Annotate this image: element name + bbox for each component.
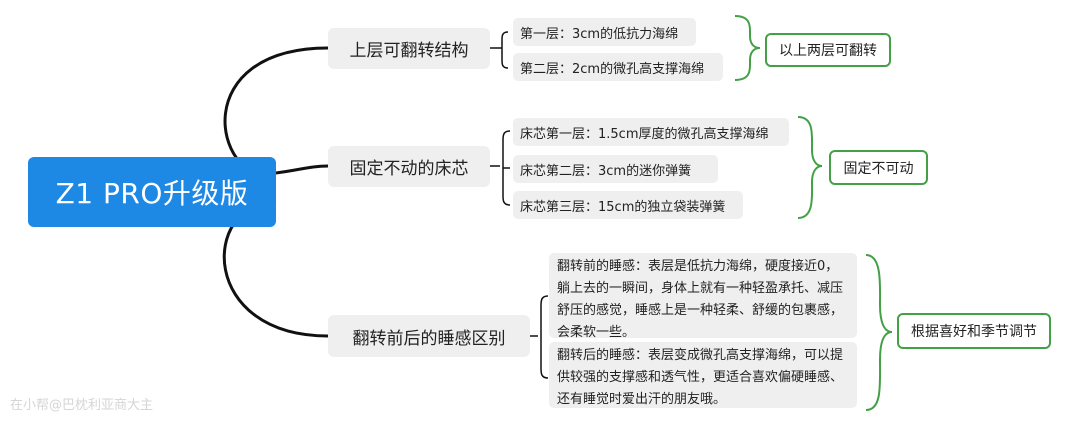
leaf-core-layer-1[interactable]: 床芯第一层：1.5cm厚度的微孔高支撑海绵: [513, 118, 789, 146]
root-node[interactable]: Z1 PRO升级版: [28, 157, 276, 227]
leaf-core-layer-2[interactable]: 床芯第二层：3cm的迷你弹簧: [513, 155, 718, 183]
connector-b1-leaves: [490, 31, 509, 69]
bracket-1: [734, 15, 761, 81]
leaf-layer-2[interactable]: 第二层：2cm的微孔高支撑海绵: [513, 53, 723, 81]
leaf-before-flip[interactable]: 翻转前的睡感：表层是低抗力海绵，硬度接近0，躺上去的一瞬间，身体上就有一种轻盈承…: [549, 253, 857, 340]
branch-fixed-core[interactable]: 固定不动的床芯: [328, 146, 490, 187]
summary-adjust[interactable]: 根据喜好和季节调节: [897, 313, 1051, 349]
leaf-after-flip[interactable]: 翻转后的睡感：表层变成微孔高支撑海绵，可以提供较强的支撑感和透气性，更适合喜欢偏…: [549, 342, 857, 408]
leaf-layer-1[interactable]: 第一层：3cm的低抗力海绵: [513, 18, 696, 46]
branch-sleep-difference[interactable]: 翻转前后的睡感区别: [328, 315, 530, 357]
connector-root-branch2: [275, 164, 329, 175]
summary-flippable[interactable]: 以上两层可翻转: [765, 33, 891, 67]
leaf-core-layer-3[interactable]: 床芯第三层：15cm的独立袋装弹簧: [513, 191, 743, 219]
watermark-text: 在小帮@巴枕利亚商大主: [10, 398, 154, 413]
bracket-3: [865, 254, 893, 411]
bracket-2: [797, 116, 823, 219]
branch-upper-flip[interactable]: 上层可翻转结构: [328, 28, 490, 69]
connector-b3-leaves: [530, 295, 549, 379]
connector-b2-leaves: [490, 130, 511, 206]
summary-fixed[interactable]: 固定不可动: [829, 150, 928, 185]
